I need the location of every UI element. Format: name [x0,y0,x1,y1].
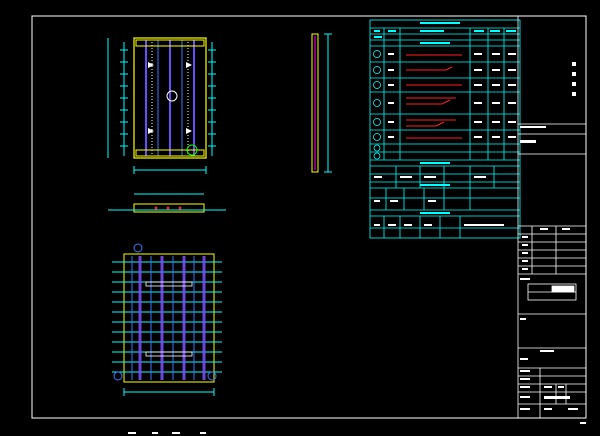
rebar-callout[interactable] [207,371,217,381]
rebar-callout[interactable] [113,371,123,381]
rebar-tie-bottom [145,351,193,357]
plan-corner-mark [186,144,198,156]
page-number [580,422,586,424]
title-block[interactable] [517,16,586,418]
plan-dimension-left [120,42,128,156]
drawing-border [31,15,587,419]
side-elevation[interactable] [311,33,332,173]
rebar-vertical-thin [131,256,195,380]
section-rebar-dot [154,206,158,210]
schedule-item-markers [373,50,381,160]
bottom-marks [128,432,206,434]
schedule-rebar-shapes [406,54,462,139]
rebar-callout[interactable] [133,243,143,253]
plan-view[interactable] [107,37,216,174]
section-slab [133,203,205,213]
plan-dimension-right [208,42,216,156]
schedule-values [374,53,516,226]
plan-arrow-marker [186,62,192,68]
schedule-outline [369,19,521,239]
rebar-plan-outline [123,253,215,383]
side-slab [311,33,319,173]
vertical-title-glyphs [572,62,576,96]
plan-center-mark [166,90,178,102]
rebar-plan[interactable] [112,243,222,396]
plan-arrow-marker [148,128,154,134]
section-rebar-dot [178,206,182,210]
section-view[interactable] [108,193,226,213]
plan-top-beam [135,39,205,47]
rebar-tie-top [145,281,193,287]
schedule-header-text [374,22,516,214]
plan-arrow-marker [186,128,192,134]
plan-arrow-marker [148,62,154,68]
title-block-text [520,126,578,410]
plan-bottom-beam [135,149,205,157]
section-rebar-dot [166,206,170,210]
plan-slab-outline [133,37,207,159]
material-schedule-table[interactable] [369,19,521,239]
rebar-vertical-bars [138,256,206,380]
